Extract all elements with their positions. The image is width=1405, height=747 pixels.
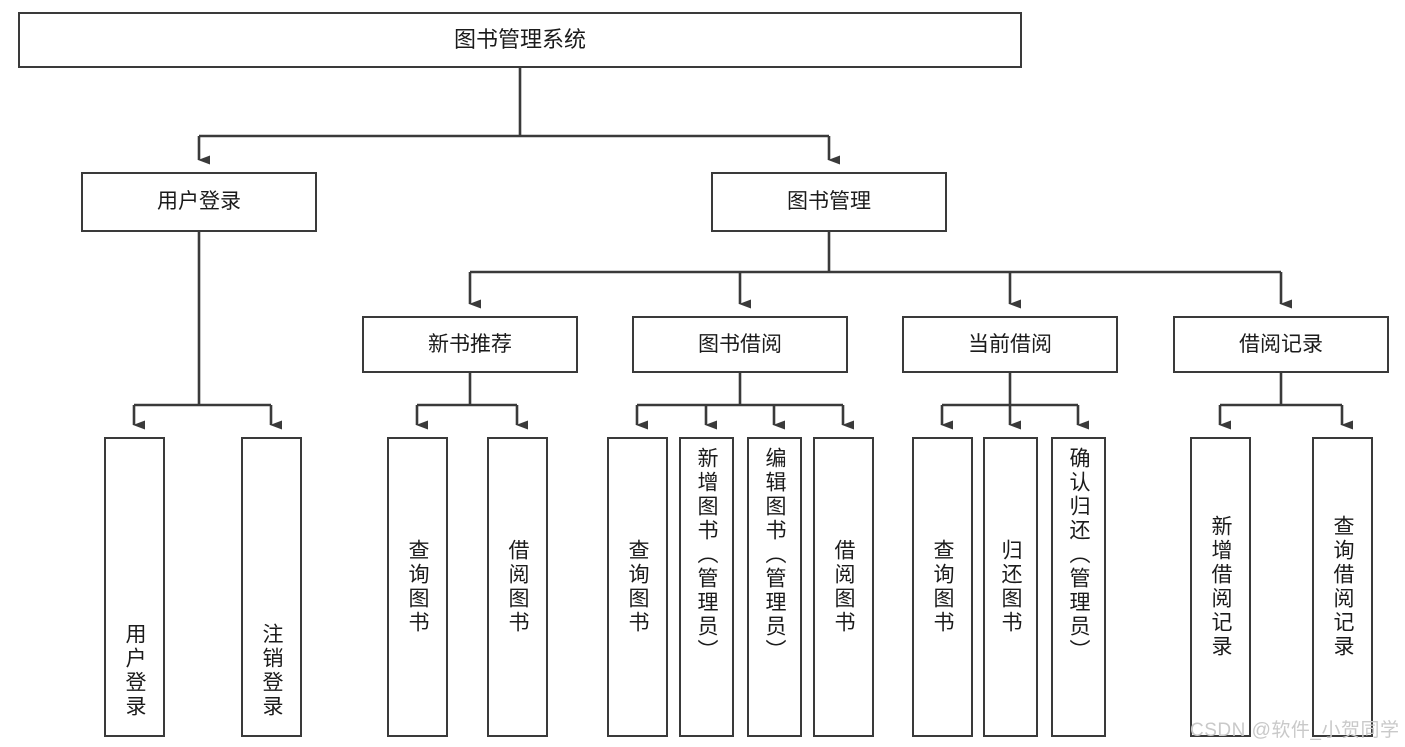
node-root-system[interactable]: 图书管理系统 [18,12,1022,68]
node-borrow-record[interactable]: 借阅记录 [1173,316,1389,373]
node-label: 查询图书 [406,539,429,635]
node-label: 借阅图书 [506,539,529,635]
node-label: 注销登录 [260,623,283,719]
node-label: 新书推荐 [428,332,512,356]
leaf-record-add-record[interactable]: 新增借阅记录 [1190,437,1251,737]
csdn-watermark: CSDN @软件_小贺同学 [1190,720,1400,741]
node-current-borrow[interactable]: 当前借阅 [902,316,1118,373]
node-label: 图书借阅 [698,332,782,356]
node-new-book-recommend[interactable]: 新书推荐 [362,316,578,373]
leaf-borrow-borrow-book[interactable]: 借阅图书 [813,437,874,737]
node-label: 借阅记录 [1239,332,1323,356]
node-label: 借阅图书 [832,539,855,635]
leaf-current-return-book[interactable]: 归还图书 [983,437,1038,737]
node-label: 图书管理系统 [453,26,586,52]
node-label: 查询图书 [626,539,649,635]
node-label: 新增借阅记录 [1209,515,1232,659]
leaf-current-confirm-return-admin[interactable]: 确认归还（管理员） [1051,437,1106,737]
node-user-login[interactable]: 用户登录 [81,172,317,232]
leaf-borrow-edit-book-admin[interactable]: 编辑图书（管理员） [747,437,802,737]
leaf-user-login-login[interactable]: 用户登录 [104,437,165,737]
node-label: 用户登录 [157,190,241,214]
leaf-borrow-add-book-admin[interactable]: 新增图书（管理员） [679,437,734,737]
node-label: 确认归还（管理员） [1067,447,1090,663]
node-book-management[interactable]: 图书管理 [711,172,947,232]
node-label: 编辑图书（管理员） [763,447,786,663]
leaf-recommend-query-book[interactable]: 查询图书 [387,437,448,737]
node-label: 用户登录 [123,623,146,719]
leaf-recommend-borrow-book[interactable]: 借阅图书 [487,437,548,737]
node-label: 图书管理 [787,190,871,214]
leaf-current-query-book[interactable]: 查询图书 [912,437,973,737]
node-label: 查询借阅记录 [1331,515,1354,659]
leaf-borrow-query-book[interactable]: 查询图书 [607,437,668,737]
node-label: 当前借阅 [968,332,1052,356]
node-label: 归还图书 [999,539,1022,635]
leaf-user-login-logout[interactable]: 注销登录 [241,437,302,737]
leaf-record-query-record[interactable]: 查询借阅记录 [1312,437,1373,737]
node-book-borrow[interactable]: 图书借阅 [632,316,848,373]
node-label: 新增图书（管理员） [695,447,718,663]
node-label: 查询图书 [931,539,954,635]
